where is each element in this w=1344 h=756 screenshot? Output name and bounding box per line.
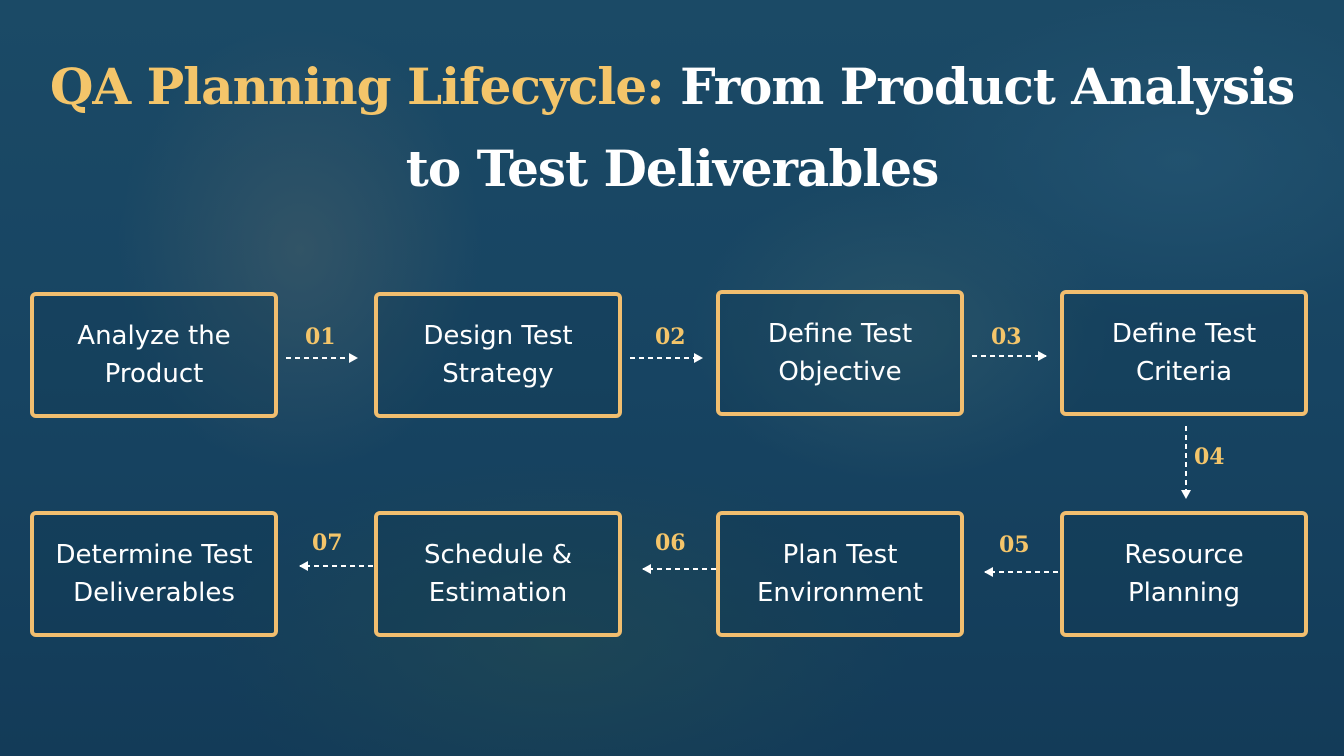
step-label: Schedule & Estimation <box>423 540 572 608</box>
step-box-analyze-product: Analyze the Product <box>30 292 278 418</box>
step-box-schedule-estimation: Schedule & Estimation <box>374 511 622 637</box>
connector-number: 06 <box>655 530 686 556</box>
step-label: Resource Planning <box>1124 540 1244 608</box>
step-box-define-test-objective: Define Test Objective <box>716 290 964 416</box>
step-box-define-test-criteria: Define Test Criteria <box>1060 290 1308 416</box>
title-accent: QA Planning Lifecycle: <box>49 57 665 116</box>
page-title: QA Planning Lifecycle: From Product Anal… <box>0 46 1344 210</box>
step-label: Determine Test Deliverables <box>55 540 253 608</box>
step-box-determine-test-deliverables: Determine Test Deliverables <box>30 511 278 637</box>
step-label: Design Test Strategy <box>423 321 573 389</box>
title-line2: to Test Deliverables <box>405 139 939 198</box>
step-box-resource-planning: Resource Planning <box>1060 511 1308 637</box>
connector-number: 04 <box>1194 444 1225 470</box>
connector-number: 07 <box>312 530 343 556</box>
step-label: Define Test Criteria <box>1111 319 1257 387</box>
step-box-design-test-strategy: Design Test Strategy <box>374 292 622 418</box>
connector-number: 01 <box>305 324 336 350</box>
step-label: Define Test Objective <box>767 319 913 387</box>
connector-number: 02 <box>655 324 686 350</box>
connector-number: 03 <box>991 324 1022 350</box>
step-box-plan-test-environment: Plan Test Environment <box>716 511 964 637</box>
step-label: Plan Test Environment <box>756 540 924 608</box>
title-line1-rest: From Product Analysis <box>680 57 1295 116</box>
connector-number: 05 <box>999 532 1030 558</box>
step-label: Analyze the Product <box>77 321 231 389</box>
